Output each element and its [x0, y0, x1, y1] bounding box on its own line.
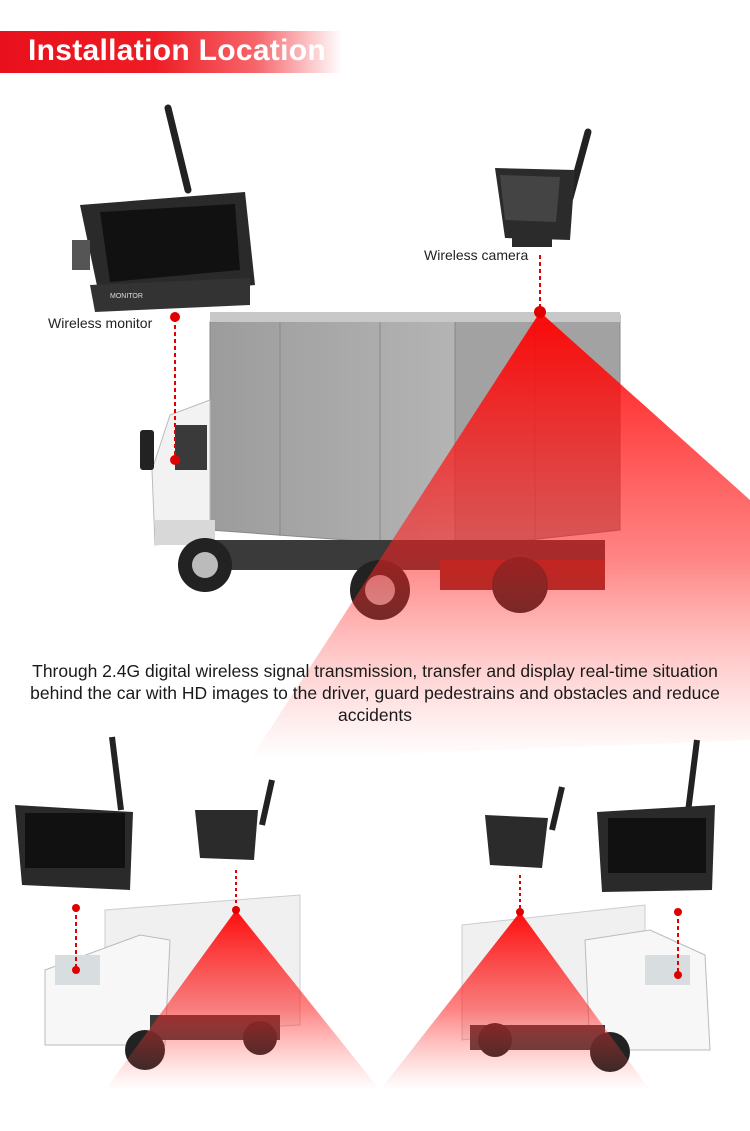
camera-view-beam-right: [380, 912, 650, 1090]
camera-left: [195, 779, 275, 860]
wireless-monitor-image: [72, 104, 255, 312]
wireless-monitor-label: Wireless monitor: [48, 315, 153, 331]
camera-right: [485, 786, 565, 868]
description-text: Through 2.4G digital wireless signal tra…: [30, 661, 720, 725]
monitor-right: [597, 739, 715, 892]
title-banner: [0, 31, 342, 73]
wireless-camera-image: [495, 128, 592, 247]
wireless-camera-label: Wireless camera: [424, 247, 529, 263]
camera-view-beam-left: [105, 910, 380, 1090]
camera-view-beam: [250, 312, 750, 760]
monitor-left: [15, 736, 133, 890]
page-title: Installation Location: [28, 34, 326, 67]
monitor-brand: MONITOR: [110, 293, 143, 300]
